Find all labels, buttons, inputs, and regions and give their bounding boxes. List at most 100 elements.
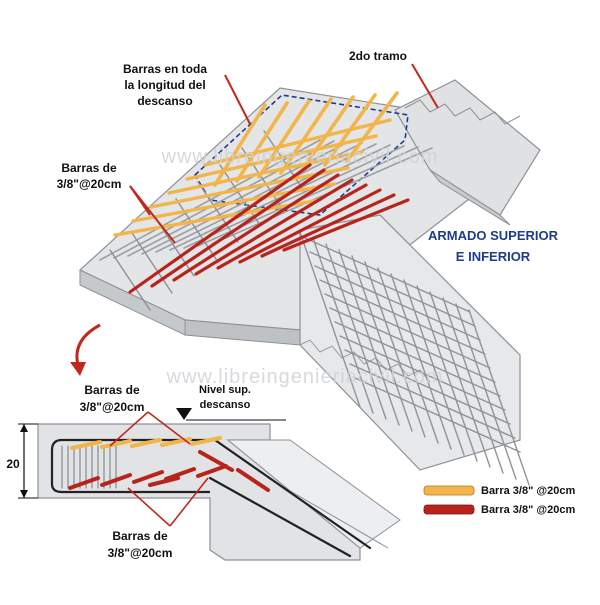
section-inclined-bar-bottom [208, 476, 352, 558]
dimension-20: 20 [6, 423, 38, 499]
mesh-longitudinal-bar [299, 231, 361, 408]
mesh-longitudinal-bar [325, 243, 387, 420]
legend: Barra 3/8" @20cm Barra 3/8" @20cm [423, 485, 575, 516]
landing-cross-bar-yellow [167, 150, 364, 195]
level-triangle-icon [176, 408, 192, 420]
landing-bottom-bar-red [282, 198, 410, 252]
label-second-flight: 2do tramo [349, 49, 439, 109]
landing-bottom-bar-red [194, 178, 354, 276]
section-bottom-line2: 3/8"@20cm [108, 546, 173, 560]
label-section-top: Barras de 3/8"@20cm [80, 383, 191, 447]
landing-reinforcement-bars [99, 91, 433, 311]
landing-stirrup-bar [263, 130, 305, 192]
watermark-lower: www.libreingenieriacivil.com [166, 366, 444, 388]
section-incline-bar-red-1 [198, 450, 234, 472]
label-section-bottom: Barras de 3/8"@20cm [108, 477, 209, 560]
label-top-bars-line3: descanso [137, 94, 192, 108]
reinforcement-mesh-lower-flight [299, 231, 530, 486]
watermark-upper: www.libreingenieriacivil.com [161, 146, 439, 168]
legend-swatch-red [423, 504, 475, 515]
mesh-longitudinal-bar [403, 279, 465, 456]
level-line1: Nivel sup. [199, 384, 251, 396]
landing-stirrup-bar [241, 147, 283, 209]
diagram-title: ARMADO SUPERIOR E INFERIOR [428, 228, 559, 264]
landing-bottom-bar-red [216, 183, 368, 270]
section-bottom-bar-red [196, 464, 228, 478]
label-top-bars-line1: Barras en toda [123, 62, 207, 76]
landing-cross-bar-yellow [185, 134, 378, 181]
label-top-bars-line2: la longitud del [124, 78, 205, 92]
landing-transverse-bar [183, 145, 405, 249]
landing-cross-bar-yellow [131, 182, 336, 223]
dimension-20-text: 20 [6, 457, 20, 471]
legend-label-yellow: Barra 3/8" @20cm [481, 485, 575, 497]
mesh-longitudinal-bar [312, 237, 374, 414]
section-incline-bar-red-2 [236, 468, 270, 492]
landing-bottom-bar-red [150, 168, 326, 288]
title-line2: E INFERIOR [456, 249, 531, 264]
section-bottom-bar-red [164, 467, 196, 481]
section-incline-bar-red-3 [148, 476, 180, 487]
level-line2: descanso [200, 399, 251, 411]
mesh-longitudinal-bar [364, 261, 426, 438]
landing-top-bar-yellow [279, 97, 333, 175]
landing-stirrup-bar [109, 249, 151, 311]
mesh-transverse-bar [309, 251, 476, 327]
pointer-second-flight [411, 63, 439, 109]
section-main-bar-outline [50, 438, 215, 494]
mesh-longitudinal-bar [390, 273, 452, 450]
section-bottom-bar-red [68, 476, 100, 490]
section-top-bar-yellow [130, 438, 162, 448]
landing-transverse-bar [127, 141, 349, 257]
mesh-longitudinal-bar [468, 309, 530, 486]
landing-bottom-bar-red [172, 173, 340, 282]
landing-stirrup-bar [219, 164, 261, 226]
lower-flight-slab [299, 214, 521, 471]
label-left-bars-line2: 3/8"@20cm [57, 177, 122, 191]
mesh-longitudinal-bar [455, 303, 517, 480]
landing-transverse-bar [113, 140, 335, 259]
mesh-longitudinal-bar [351, 255, 413, 432]
pointer-top-bars [224, 74, 251, 125]
second-flight-steps [394, 79, 541, 226]
landing-top-bar-yellow [345, 91, 399, 163]
legend-label-red: Barra 3/8" @20cm [481, 504, 575, 516]
mesh-transverse-bar [304, 237, 471, 313]
section-top-bar-yellow [100, 439, 132, 449]
landing-transverse-bar [169, 144, 391, 251]
pointer-left-bars-b [129, 185, 176, 244]
label-second-flight-text: 2do tramo [349, 49, 407, 63]
section-top-line2: 3/8"@20cm [80, 400, 145, 414]
curved-arrow-icon [70, 323, 101, 376]
section-bottom-bar-red [100, 473, 132, 487]
label-left-bars: Barras de 3/8"@20cm [57, 161, 176, 244]
section-bottom-bar-red [132, 470, 164, 484]
label-left-bars-line1: Barras de [61, 161, 117, 175]
section-inclined-bar-top [213, 438, 372, 550]
section-top-bar-yellow [190, 436, 222, 446]
mesh-longitudinal-bar [338, 249, 400, 426]
mesh-longitudinal-bar [377, 267, 439, 444]
legend-swatch-yellow [423, 485, 475, 496]
mesh-longitudinal-bar [442, 297, 504, 474]
landing-bottom-bar-red [128, 163, 312, 294]
section-top-line1: Barras de [84, 383, 140, 397]
landing-stirrup-bar [131, 232, 173, 294]
landing-transverse-bar [211, 147, 433, 245]
landing-cross-bar-yellow [113, 198, 322, 237]
title-line1: ARMADO SUPERIOR [428, 228, 559, 243]
label-top-bars: Barras en toda la longitud del descanso [123, 62, 251, 125]
landing-top-bar-yellow [301, 95, 355, 171]
landing-bottom-bar-red [260, 193, 396, 258]
section-bottom-line1: Barras de [112, 529, 168, 543]
mesh-longitudinal-bar [416, 285, 478, 462]
section-top-bar-yellow [70, 440, 102, 450]
landing-top-bar-yellow [235, 101, 289, 183]
landing-bottom-bar-red [238, 188, 382, 264]
level-marker: Nivel sup. descanso [176, 384, 286, 421]
mesh-transverse-bar [354, 377, 521, 453]
landing-cross-bar-yellow [203, 118, 392, 167]
section-reinforcement [50, 436, 372, 558]
landing-top-bar-yellow [257, 99, 311, 179]
